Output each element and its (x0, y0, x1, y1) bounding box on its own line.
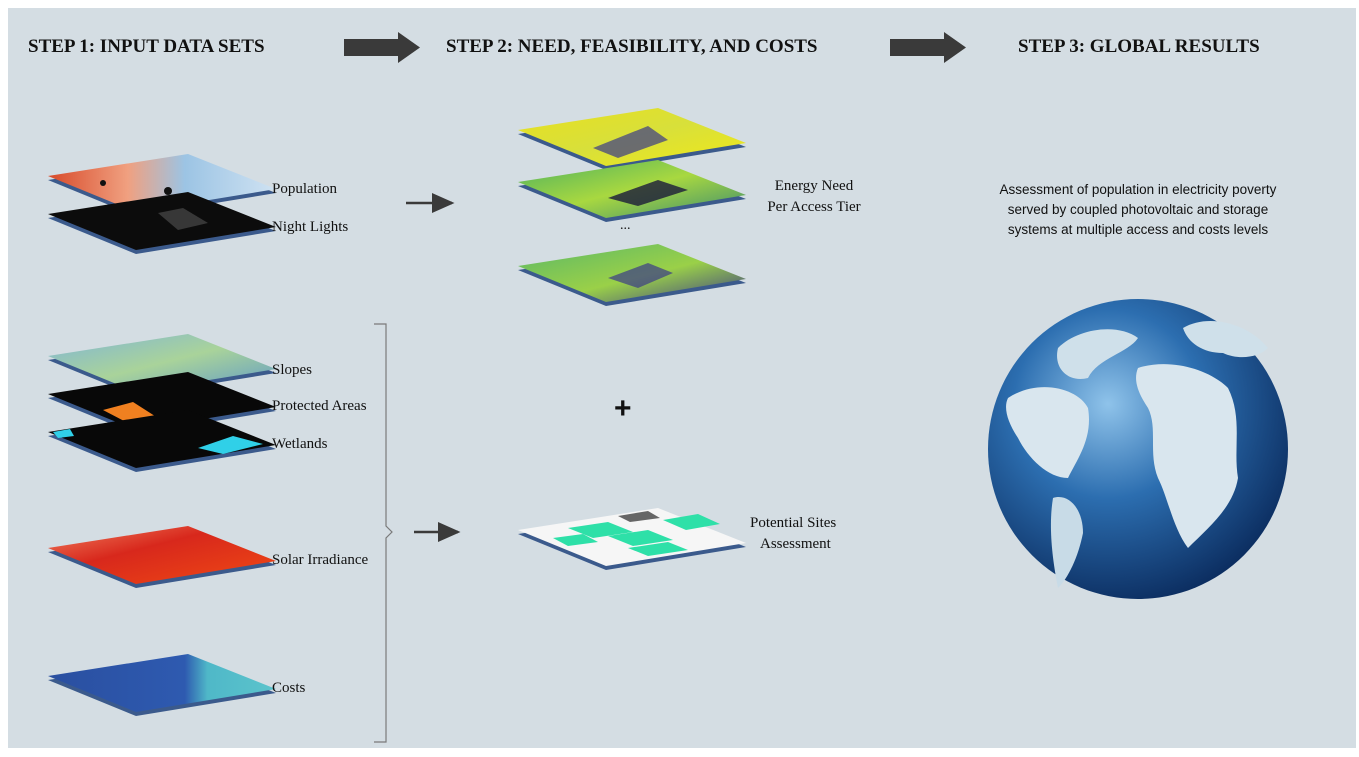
night-lights-label: Night Lights (272, 219, 349, 235)
step1-to-step2-arrow (344, 32, 420, 63)
ellipsis: ... (620, 218, 631, 233)
solar-irradiance-label: Solar Irradiance (272, 552, 369, 568)
diagram-canvas: STEP 1: INPUT DATA SETS STEP 2: NEED, FE… (8, 8, 1356, 748)
bracket-icon (374, 323, 393, 743)
results-line2: served by coupled photovoltaic and stora… (1007, 202, 1269, 217)
protected-areas-layer (48, 372, 276, 434)
energy-need-label-line2: Per Access Tier (767, 199, 861, 215)
globe-icon (988, 299, 1288, 599)
step1-title: STEP 1: INPUT DATA SETS (28, 36, 265, 57)
step2-title: STEP 2: NEED, FEASIBILITY, AND COSTS (446, 36, 818, 57)
results-description: Assessment of population in electricity … (978, 180, 1298, 240)
results-line1: Assessment of population in electricity … (999, 182, 1277, 197)
sites-label-line2: Assessment (760, 536, 831, 552)
population-label: Population (272, 181, 338, 197)
energy-need-layer-1 (518, 108, 746, 170)
energy-need-label-line1: Energy Need (774, 178, 854, 194)
energy-need-layer-2 (518, 160, 746, 222)
costs-label: Costs (272, 680, 306, 696)
protected-areas-label: Protected Areas (272, 398, 367, 414)
slopes-label: Slopes (272, 362, 313, 378)
plus-icon: + (614, 392, 632, 425)
potential-sites-layer (518, 508, 746, 570)
energy-need-layer-3 (518, 244, 746, 306)
slopes-layer (48, 334, 276, 396)
step2-to-step3-arrow (890, 32, 966, 63)
wetlands-label: Wetlands (272, 436, 328, 452)
costs-layer (48, 654, 276, 716)
wetlands-layer (48, 410, 276, 472)
step3-title: STEP 3: GLOBAL RESULTS (1018, 36, 1260, 57)
night-lights-layer (48, 192, 276, 254)
sites-label-line1: Potential Sites (750, 515, 837, 531)
results-line3: systems at multiple access and costs lev… (1007, 222, 1269, 237)
solar-irradiance-layer (48, 526, 276, 588)
diagram-graphics (48, 32, 1288, 743)
population-layer (48, 154, 276, 216)
